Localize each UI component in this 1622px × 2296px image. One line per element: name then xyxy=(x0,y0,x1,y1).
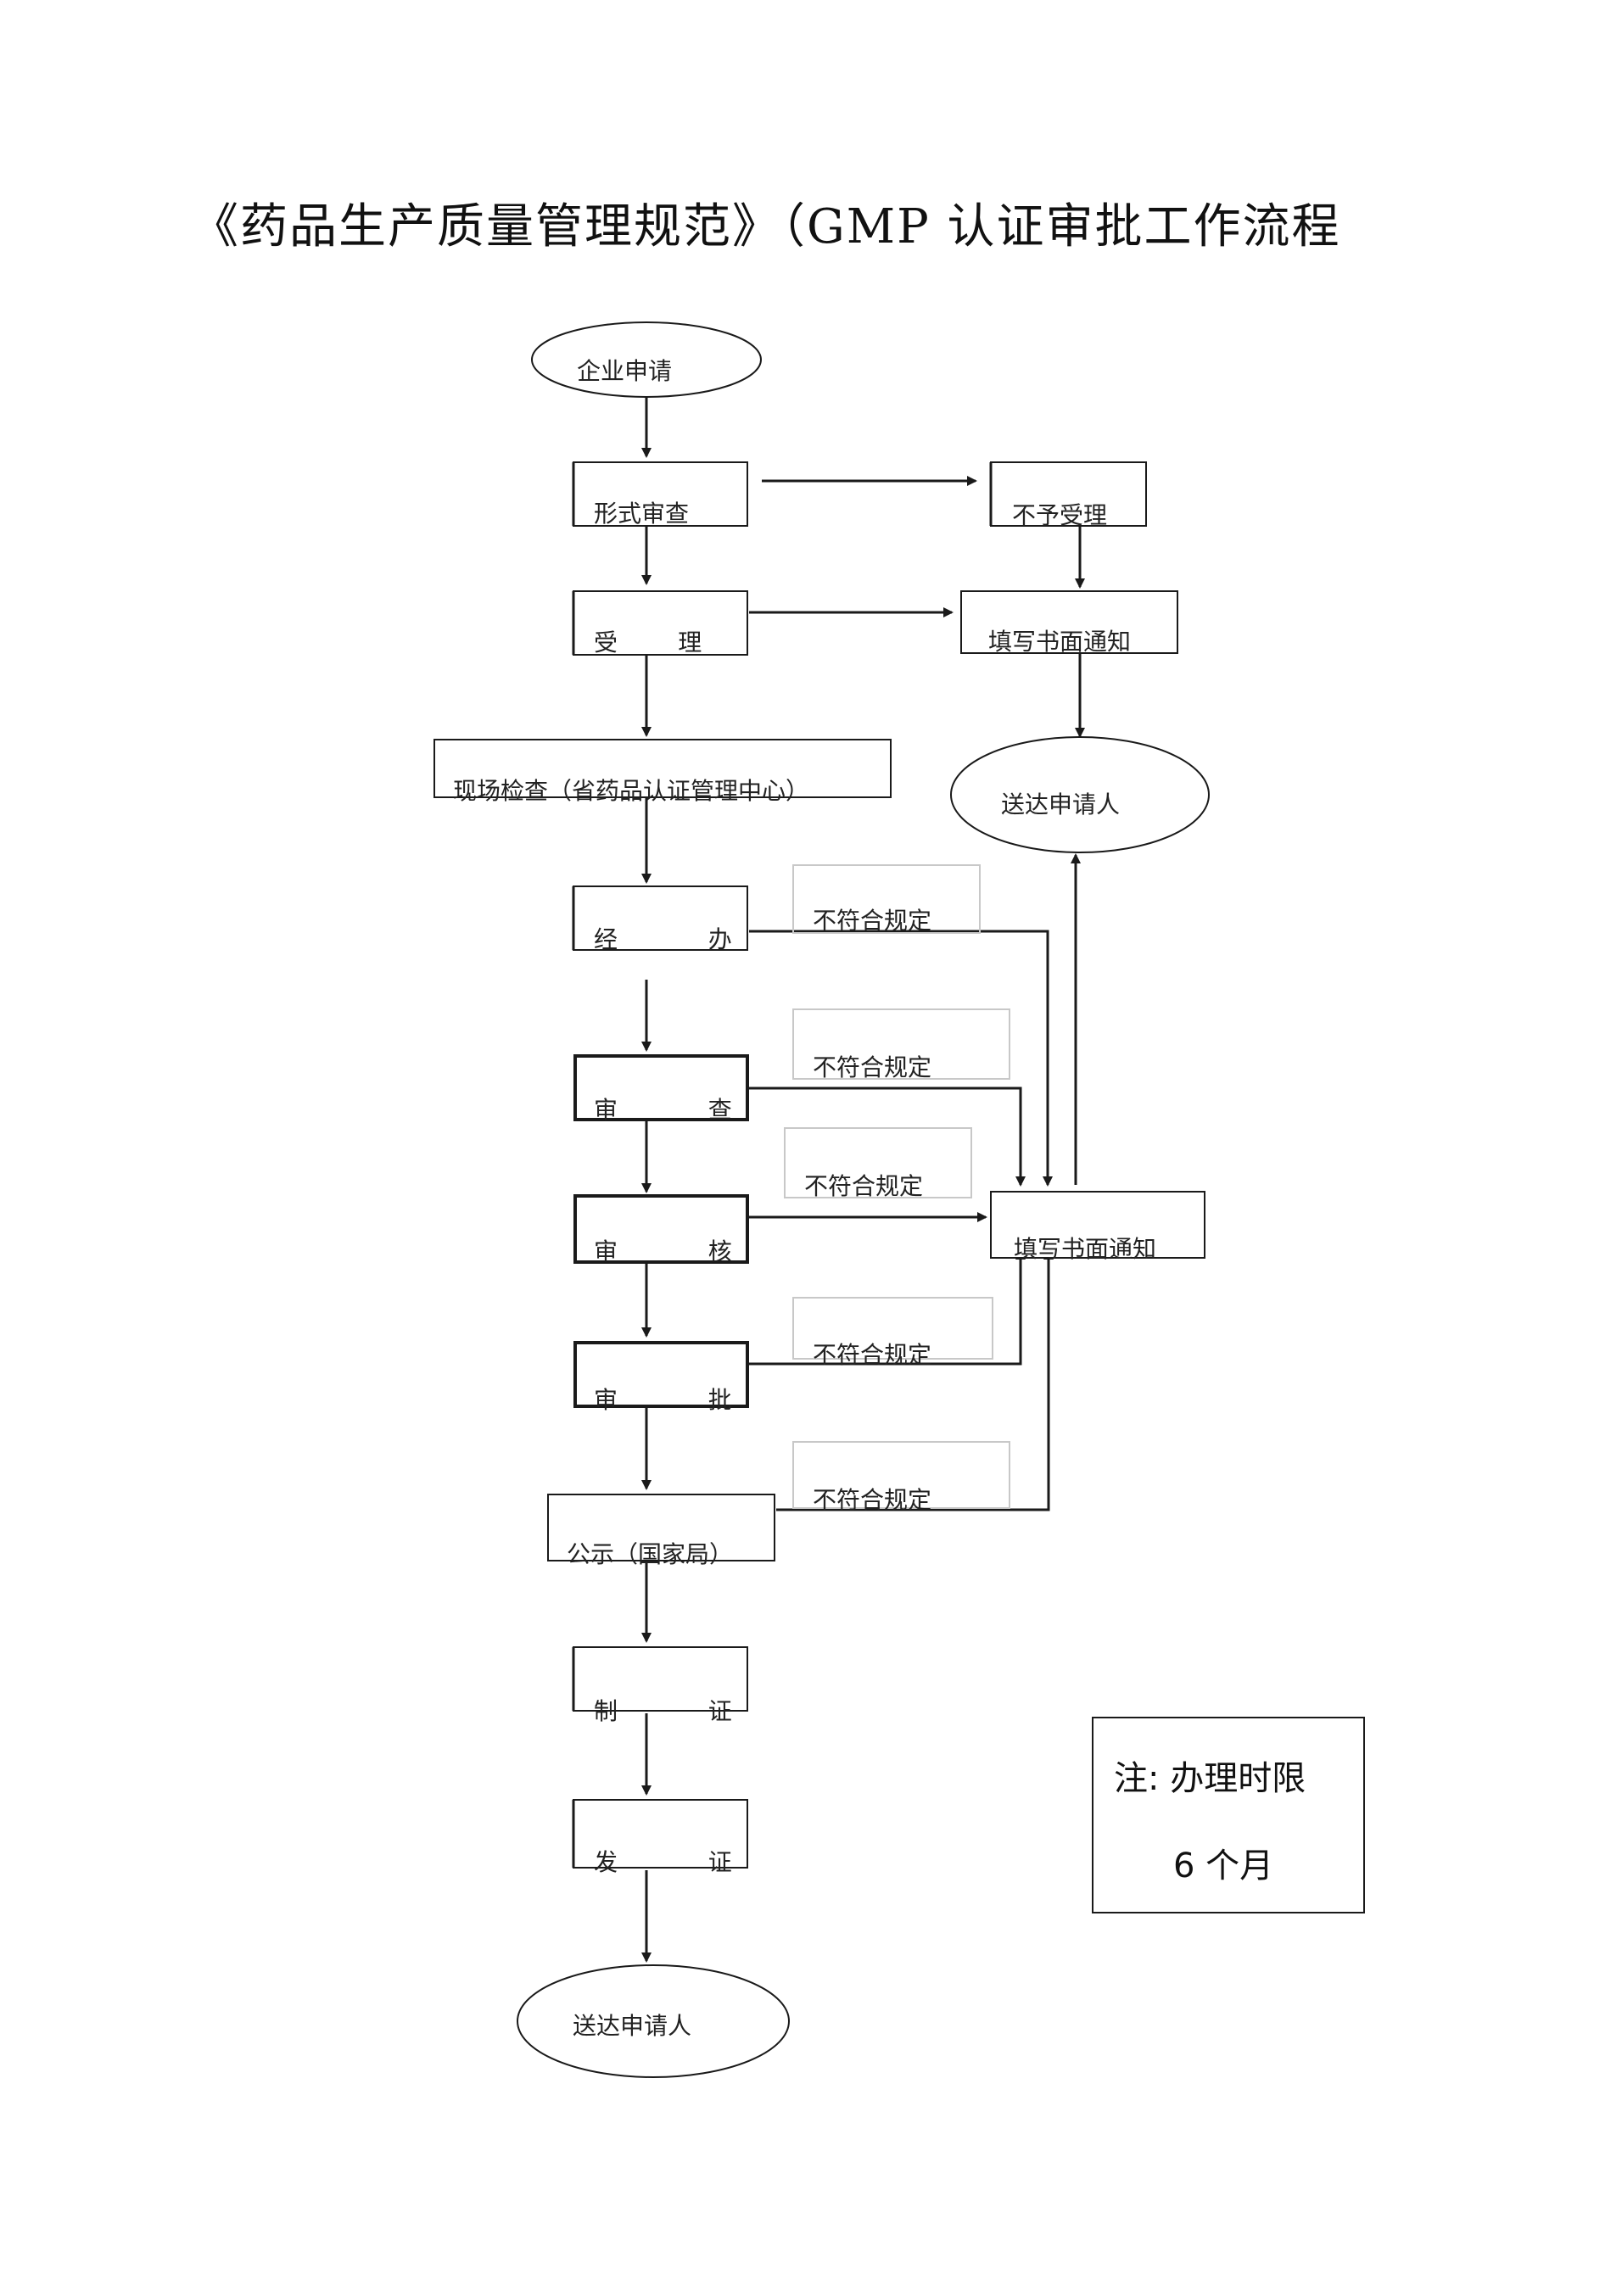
top-branch-arrows xyxy=(749,476,1085,738)
site-inspection-label: 现场检查（省药品认证管理中心） xyxy=(453,777,809,805)
review-node: 审 查 xyxy=(573,1054,749,1124)
start-node: 企业申请 xyxy=(531,321,762,398)
make-cert-box xyxy=(573,1646,748,1712)
accept-node: 受 理 xyxy=(572,590,748,656)
notice-mid-node: 填写书面通知 xyxy=(990,1191,1205,1263)
formal-review-label: 形式审查 xyxy=(594,500,689,528)
nc1-label: 不符合规定 xyxy=(813,907,931,935)
arrow-handle-nc xyxy=(749,930,1053,1187)
notice-top-label: 填写书面通知 xyxy=(988,628,1131,656)
accept-label: 受 理 xyxy=(594,628,702,656)
make-cert-label: 制 证 xyxy=(594,1697,732,1725)
issue-cert-node: 发 证 xyxy=(572,1799,748,1876)
nc5-frame xyxy=(792,1441,1010,1509)
handle-node: 经 办 xyxy=(572,885,748,953)
approve-box xyxy=(573,1341,749,1408)
nc3-label: 不符合规定 xyxy=(804,1172,923,1200)
arrow-publicize-nc xyxy=(776,1249,1054,1511)
note-line-2: 6 个月 xyxy=(1173,1846,1273,1885)
reject-box xyxy=(990,461,1147,527)
notice-mid-label: 填写书面通知 xyxy=(1014,1235,1156,1263)
nc2-frame xyxy=(792,1008,1010,1080)
arrow-approve-nc xyxy=(749,1249,1026,1366)
notice-top-box xyxy=(960,590,1178,654)
reject-node: 不予受理 xyxy=(989,461,1147,529)
end-label: 送达申请人 xyxy=(573,2012,691,2040)
handle-box xyxy=(573,885,748,951)
end-ellipse xyxy=(517,1964,790,2078)
make-cert-node: 制 证 xyxy=(572,1646,748,1725)
note-line-1: 注: 办理时限 xyxy=(1114,1759,1306,1798)
approve-label: 审 批 xyxy=(594,1386,732,1414)
issue-cert-box xyxy=(573,1799,748,1869)
publicize-label: 公示（国家局） xyxy=(567,1540,733,1568)
deliver-top-ellipse xyxy=(950,736,1210,853)
nc1-frame xyxy=(792,864,981,934)
page-title: 《药品生产质量管理规范》（GMP 认证审批工作流程 xyxy=(191,199,1341,254)
deliver-top-node: 送达申请人 xyxy=(950,736,1210,853)
audit-box xyxy=(573,1194,749,1264)
deliver-top-label: 送达申请人 xyxy=(1001,790,1120,818)
approve-node: 审 批 xyxy=(573,1341,749,1414)
reject-label: 不予受理 xyxy=(1012,501,1107,529)
nc3-frame xyxy=(784,1127,972,1198)
review-label: 审 查 xyxy=(594,1096,732,1124)
site-inspection-box xyxy=(433,739,892,798)
nc4-frame xyxy=(792,1297,993,1360)
start-label: 企业申请 xyxy=(577,357,672,385)
start-ellipse xyxy=(531,321,762,398)
arrow-review-nc xyxy=(749,1087,1026,1187)
nc4-label: 不符合规定 xyxy=(813,1341,931,1369)
audit-node: 审 核 xyxy=(573,1194,749,1265)
note-frame xyxy=(1092,1717,1365,1913)
audit-label: 审 核 xyxy=(594,1237,732,1265)
review-box xyxy=(573,1054,749,1121)
nc5-label: 不符合规定 xyxy=(813,1486,931,1514)
formal-review-node: 形式审查 xyxy=(572,461,748,528)
nc2-label: 不符合规定 xyxy=(813,1053,931,1081)
note-box: 注: 办理时限 6 个月 xyxy=(1092,1717,1365,1913)
issue-cert-label: 发 证 xyxy=(594,1848,732,1876)
notice-mid-box xyxy=(990,1191,1205,1259)
site-inspection-node: 现场检查（省药品认证管理中心） xyxy=(433,739,892,805)
handle-label: 经 办 xyxy=(594,925,732,953)
end-node: 送达申请人 xyxy=(517,1964,790,2078)
publicize-node: 公示（国家局） xyxy=(547,1494,775,1568)
notice-top-node: 填写书面通知 xyxy=(960,590,1178,656)
noncompliance-arrows xyxy=(749,853,1081,1511)
publicize-box xyxy=(547,1494,775,1561)
